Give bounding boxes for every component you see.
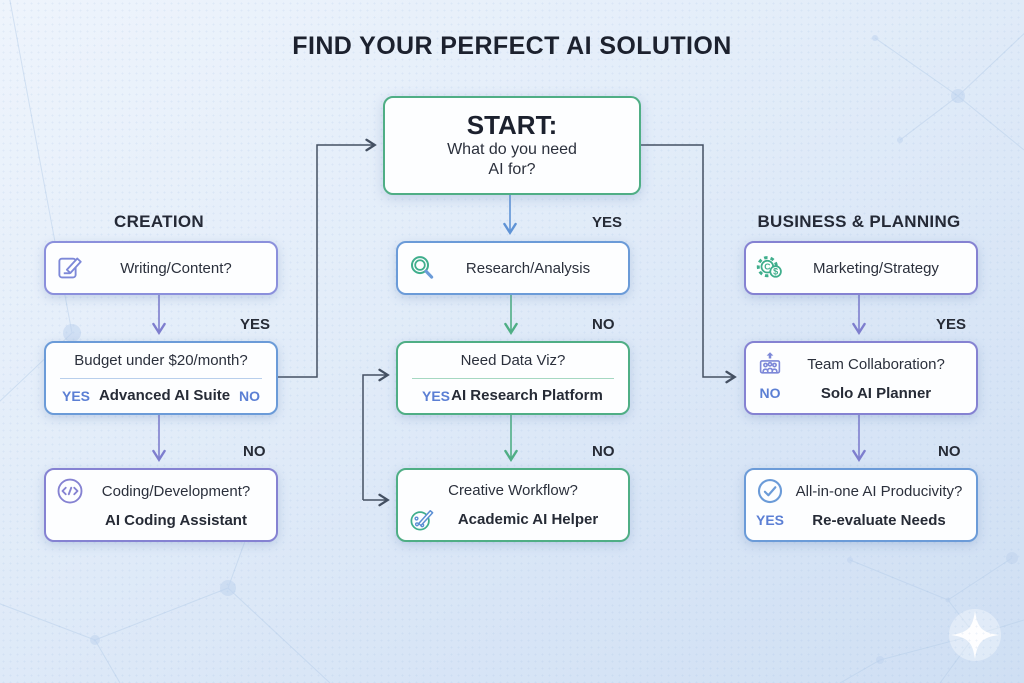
start-line2: AI for?: [488, 160, 536, 178]
pencil-document-icon: [46, 253, 94, 283]
palette-icon: [398, 504, 446, 534]
edge-label-team-no: NO: [938, 443, 961, 460]
team-icon: [746, 349, 794, 379]
node-need-dataviz: Need Data Viz? YES AI Research Platform: [396, 341, 630, 415]
start-heading: START:: [466, 110, 558, 141]
edge-label-writing-yes: YES: [240, 316, 271, 333]
divider: [412, 377, 614, 379]
creation-column-header: CREATION: [114, 212, 204, 231]
connector-bracket-to-dataviz: [362, 368, 390, 500]
no-label: NO: [759, 385, 781, 401]
magnifier-icon: [398, 252, 446, 284]
node-research-analysis: Research/Analysis: [396, 241, 630, 295]
node-question: Coding/Development?: [101, 482, 251, 500]
node-creative-workflow: Creative Workflow? Academic AI Helper: [396, 468, 630, 542]
start-line1: What do you need: [447, 140, 577, 158]
node-team-collaboration: Team Collaboration? NO Solo AI Planner: [744, 341, 978, 415]
node-question: Budget under $20/month?: [74, 352, 248, 369]
edge-label-research-no: NO: [592, 316, 615, 333]
node-all-in-one: All-in-one AI Producivity? YES Re-evalua…: [744, 468, 978, 542]
connector-start-to-team: [639, 144, 737, 384]
sparkle-star: [949, 609, 1001, 661]
svg-text:$: $: [773, 267, 778, 277]
code-icon: [46, 476, 94, 506]
page-title: FIND YOUR PERFECT AI SOLUTION: [292, 32, 732, 60]
svg-text:C: C: [764, 262, 771, 272]
check-circle-icon: [746, 476, 794, 506]
node-budget: Budget under $20/month? YES Advanced AI …: [44, 341, 278, 415]
business-column-header: BUSINESS & PLANNING: [757, 212, 961, 231]
gear-dollar-icon: C $: [746, 252, 794, 284]
connector-budget-to-start: [276, 138, 377, 378]
node-answer: AI Research Platform: [451, 387, 603, 404]
node-answer: Academic AI Helper: [457, 510, 599, 528]
edge-label-dataviz-no: NO: [592, 443, 615, 460]
node-question: Creative Workflow?: [448, 481, 578, 499]
yes-label: YES: [422, 387, 451, 404]
node-question: Need Data Viz?: [460, 352, 566, 369]
node-label: Writing/Content?: [120, 259, 232, 277]
node-question: All-in-one AI Producivity?: [795, 482, 963, 500]
yes-label: YES: [755, 512, 784, 528]
start-node: START: What do you need AI for?: [383, 96, 641, 195]
no-label: NO: [239, 387, 260, 404]
node-answer: Advanced AI Suite: [98, 387, 231, 404]
node-answer: AI Coding Assistant: [105, 511, 247, 529]
node-answer: Re-evaluate Needs: [812, 511, 946, 529]
node-marketing-strategy: C $ Marketing/Strategy: [744, 241, 978, 295]
node-coding: Coding/Development? AI Coding Assistant: [44, 468, 278, 542]
node-label: Research/Analysis: [465, 259, 591, 277]
edge-label-start-yes: YES: [592, 214, 623, 231]
edge-label-budget-no: NO: [243, 443, 266, 460]
node-label: Marketing/Strategy: [813, 259, 939, 277]
yes-label: YES: [62, 387, 91, 404]
node-answer: Solo AI Planner: [820, 384, 932, 402]
node-question: Team Collaboration?: [807, 355, 945, 373]
edge-label-marketing-yes: YES: [936, 316, 967, 333]
divider: [60, 377, 262, 379]
node-writing-content: Writing/Content?: [44, 241, 278, 295]
